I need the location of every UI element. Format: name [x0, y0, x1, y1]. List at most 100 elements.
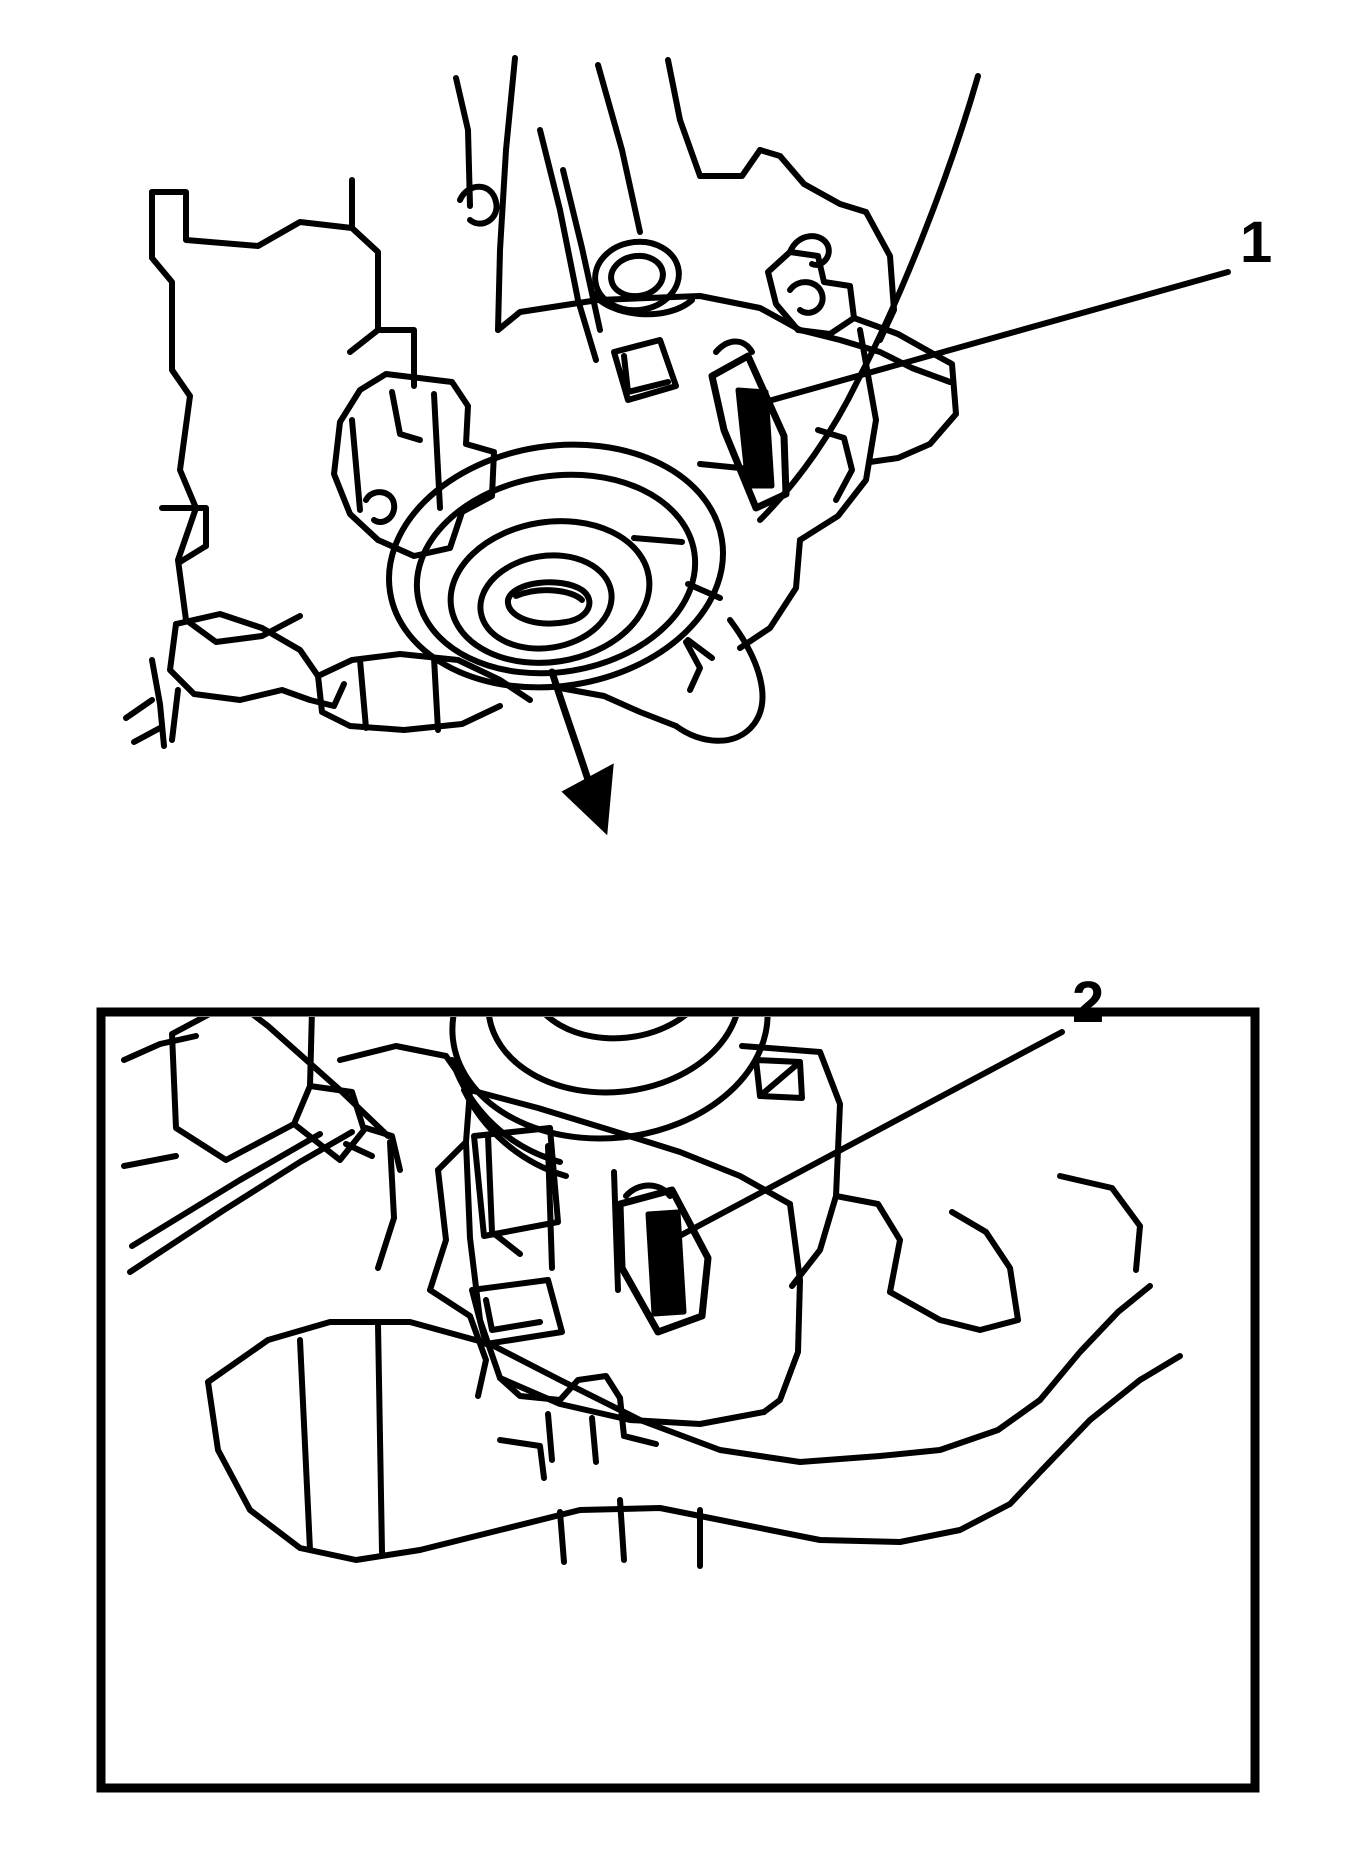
detail-mid-clip-tab: [363, 1125, 403, 1173]
detail-left-block: [169, 1017, 315, 1163]
detail-hose-vert-1: [617, 1497, 627, 1563]
lower-hose-seam-1: [357, 657, 369, 731]
detail-mid-clip-line: [343, 1141, 375, 1159]
detail-mid-clip-top: [337, 1043, 473, 1173]
locking-tab-slot-2-inner: [645, 1209, 687, 1317]
detail-lower-edge-1: [497, 1373, 623, 1403]
right-connector-body: [765, 249, 857, 337]
detail-small-square: [469, 1277, 565, 1347]
pulley-ring-3: [447, 518, 653, 666]
square-recess-inner: [621, 353, 671, 395]
detail-hose-far-top: [1037, 1283, 1153, 1403]
long-sweep-edge: [757, 73, 981, 523]
detail-body-right-edge: [761, 1201, 803, 1415]
detail-pulley-ring-2: [485, 1017, 743, 1096]
right-arm-3: [797, 327, 879, 543]
detail-right-triangle: [753, 1057, 805, 1101]
right-connector-hook: [787, 279, 826, 316]
detail-small-square-inner: [483, 1297, 543, 1333]
detail-pulley-outer: [449, 1017, 771, 1142]
housing-top-edge: [697, 147, 763, 179]
detail-hose-right-top: [877, 1397, 1043, 1459]
detail-inner-recess: [471, 1125, 561, 1239]
left-mid-step: [375, 327, 417, 389]
mid-left-connector-rib3: [349, 417, 363, 513]
pulley-highlight-3: [685, 581, 723, 601]
detail-right-triangle-diag: [757, 1059, 803, 1099]
mid-left-connector: [331, 371, 497, 559]
detail-body-rib-3: [611, 1169, 621, 1293]
detail-left-rod-top: [251, 1017, 391, 1139]
callout-2-group: 2: [669, 970, 1104, 1243]
callout-label-2: 2: [1072, 970, 1104, 1035]
detail-hose-right-bottom: [897, 1467, 1045, 1545]
callout-1-group: 1: [762, 210, 1272, 405]
square-recess-outer: [611, 337, 679, 403]
hook-detail-upper: [457, 183, 500, 227]
pulley-highlight-2: [631, 535, 685, 545]
detail-left-rod-line: [129, 1131, 323, 1249]
detail-body-top-edge: [467, 1087, 793, 1207]
lower-left-edge-1: [149, 657, 167, 749]
detail-hose-seam-1: [297, 1337, 313, 1553]
detail-lower-rib-2: [589, 1415, 599, 1465]
detail-hose-top: [205, 1319, 883, 1465]
detail-hose-left: [205, 1379, 423, 1563]
detail-inset-border: [96, 1007, 1260, 1793]
lower-hose-bottom: [315, 673, 503, 733]
housing-top-right: [757, 147, 869, 215]
detail-far-right-bracket: [1057, 1173, 1143, 1273]
lower-hose-seam-2: [431, 655, 441, 733]
plate-top-edge: [495, 293, 803, 333]
pulley-hub-slot: [505, 579, 593, 627]
right-hose-inner: [683, 639, 703, 693]
magnify-arrow-group: [548, 668, 614, 836]
lower-hose-top: [315, 651, 533, 703]
detail-hose-seam-2: [375, 1321, 385, 1555]
pipe-end-2: [131, 725, 163, 745]
magnify-arrow-head: [561, 763, 614, 836]
detail-left-short-1: [121, 1033, 199, 1063]
housing-rib-6: [665, 57, 703, 179]
detail-pulley-ring-3: [525, 1017, 715, 1042]
housing-left-rib: [453, 75, 473, 209]
callout-2-leader-line: [669, 1029, 1065, 1243]
circular-boss-outer: [592, 238, 682, 314]
circular-boss-inner: [608, 252, 666, 300]
pulley-ring-4: [477, 552, 615, 652]
left-bracket-outline: [149, 189, 381, 355]
pulley-highlight-1: [697, 461, 763, 473]
pulley-ring-2: [413, 471, 699, 677]
lower-left-bracket-body: [167, 621, 313, 703]
callout-1-leader-line: [762, 269, 1231, 405]
housing-rib-3: [537, 127, 599, 363]
detail-hose-bottom: [417, 1505, 903, 1553]
detail-mid-rib-1: [375, 1139, 397, 1271]
locking-tab-slot-2-outline: [616, 1186, 712, 1336]
right-connector-tail: [851, 315, 933, 355]
locking-tab-slot-1-cap: [713, 338, 755, 355]
detail-lower-rib-1: [545, 1411, 555, 1463]
pipe-end-1: [123, 697, 155, 721]
pulley-hub-slot-line: [513, 587, 585, 603]
pulley-outer-rim: [386, 441, 726, 691]
circular-boss-shadow: [589, 289, 695, 318]
detail-body-rib-2: [545, 1143, 555, 1271]
mid-left-connector-hook: [363, 489, 398, 525]
detail-hose-far-bottom: [1039, 1353, 1183, 1473]
right-arm-5: [737, 537, 803, 651]
right-hose-tail: [557, 685, 679, 729]
right-connector-hook-upper: [787, 233, 832, 268]
detail-body-left-edge: [463, 1139, 503, 1381]
locking-tab-slot-1-inner: [735, 387, 775, 489]
left-notch: [159, 505, 209, 549]
right-hose-curve: [673, 617, 766, 744]
locking-tab-slot-2-cap: [623, 1182, 673, 1199]
pulley-highlight-4: [685, 637, 715, 661]
lower-left-edge-2: [169, 687, 181, 743]
housing-rib-2: [495, 55, 518, 333]
detail-left-short-2: [121, 1153, 179, 1169]
main-view-drawing: [123, 55, 981, 749]
